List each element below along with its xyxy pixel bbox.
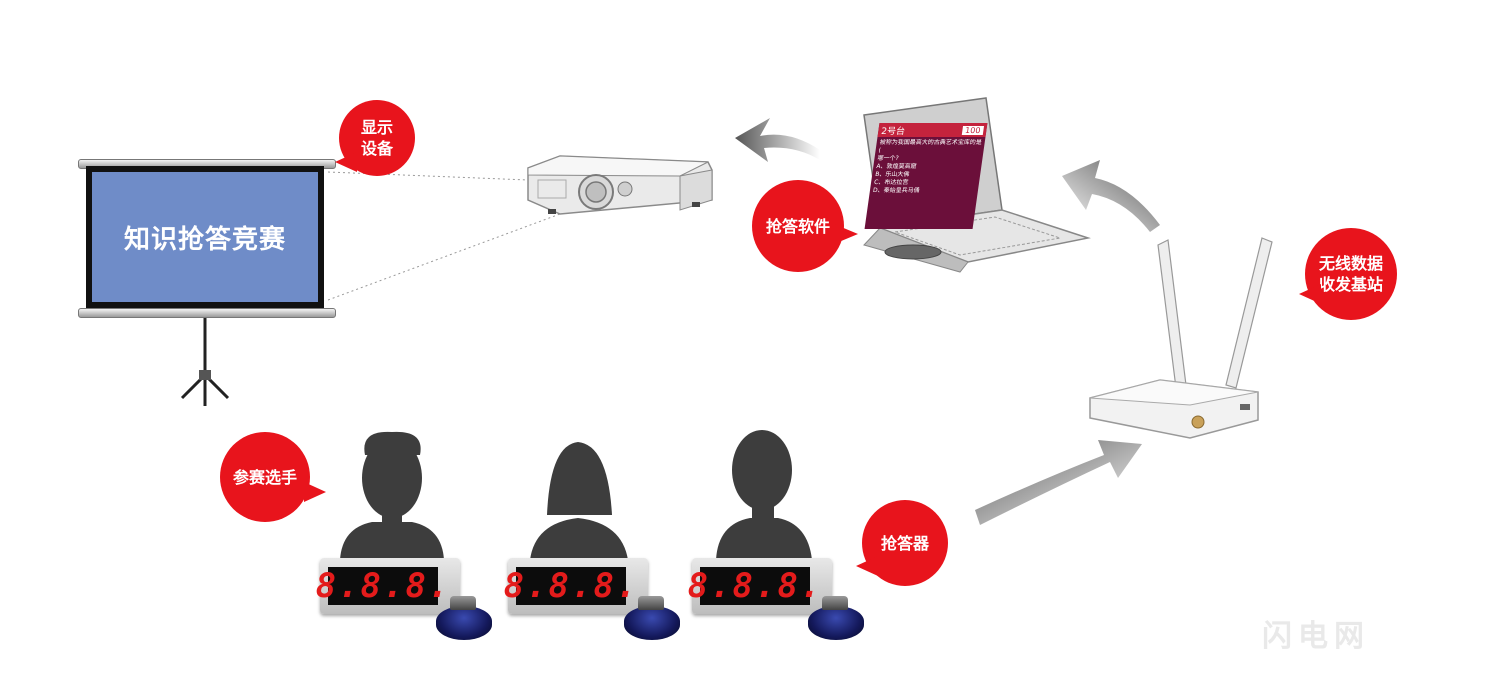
label-display-device-line2: 设备 [360, 139, 393, 158]
buzzer-display-2: 8.8.8. [503, 558, 648, 614]
label-contestants-text: 参赛选手 [232, 467, 297, 487]
projection-line-bottom [327, 213, 561, 301]
label-display-device: 显示 设备 [335, 100, 415, 176]
label-software-text: 抢答软件 [765, 216, 830, 236]
laptop-screen: 2号台 100 被称为我国最高大的古典艺术宝库的是( 哪一个? A、敦煌莫高窟 … [864, 123, 988, 229]
laptop-option: C、布达拉宫 [873, 179, 909, 186]
base-station-icon [1089, 237, 1273, 439]
label-base-station-line2: 收发基站 [1318, 275, 1383, 294]
projector-icon [527, 155, 713, 215]
buzzer-led-1: 8.8.8. [315, 566, 451, 606]
buzzer-button-2 [624, 596, 680, 640]
contestant-silhouette-1 [340, 431, 444, 560]
contestant-silhouette-2 [530, 442, 628, 560]
arrow-to-projector [735, 118, 820, 162]
buzzer-display-3: 8.8.8. [687, 558, 832, 614]
projection-line-top [327, 171, 529, 181]
laptop-question-text-cont: 哪一个? [876, 155, 900, 162]
label-buzzer: 抢答器 [856, 500, 948, 586]
laptop-question-text: 被称为我国最高大的古典艺术宝库的是( [878, 139, 983, 154]
projection-screen-text: 知识抢答竞赛 [92, 172, 318, 302]
label-contestants: 参赛选手 [220, 432, 326, 522]
watermark: 闪电网 [1262, 619, 1370, 654]
label-software: 抢答软件 [752, 180, 858, 272]
laptop-score: 100 [961, 125, 985, 135]
laptop-question: 被称为我国最高大的古典艺术宝库的是( 哪一个? A、敦煌莫高窟 B、乐山大佛 C… [869, 137, 985, 197]
contestant-silhouette-3 [716, 430, 812, 560]
buzzer-button-1 [436, 596, 492, 640]
buzzer-led-2: 8.8.8. [503, 566, 639, 606]
arrow-to-laptop [1062, 160, 1160, 232]
laptop-option: B、乐山大佛 [874, 171, 910, 178]
label-buzzer-text: 抢答器 [880, 533, 929, 553]
buzzer-button-3 [808, 596, 864, 640]
laptop-option: A、敦煌莫高窟 [875, 163, 917, 170]
laptop-screen-topbar: 2号台 100 [877, 123, 988, 137]
label-base-station-line1: 无线数据 [1318, 254, 1383, 273]
buzzer-led-3: 8.8.8. [687, 566, 823, 606]
laptop-option: D、秦始皇兵马俑 [872, 187, 921, 194]
projection-screen: 知识抢答竞赛 [86, 166, 324, 308]
screen-bottom-bar [78, 308, 336, 318]
label-base-station: 无线数据 收发基站 [1299, 228, 1397, 320]
buzzer-display-1: 8.8.8. [315, 558, 460, 614]
laptop-station-label: 2号台 [880, 126, 906, 137]
label-display-device-line1: 显示 [360, 118, 393, 137]
arrow-to-base-station [975, 440, 1142, 525]
screen-stand-icon [180, 316, 230, 406]
